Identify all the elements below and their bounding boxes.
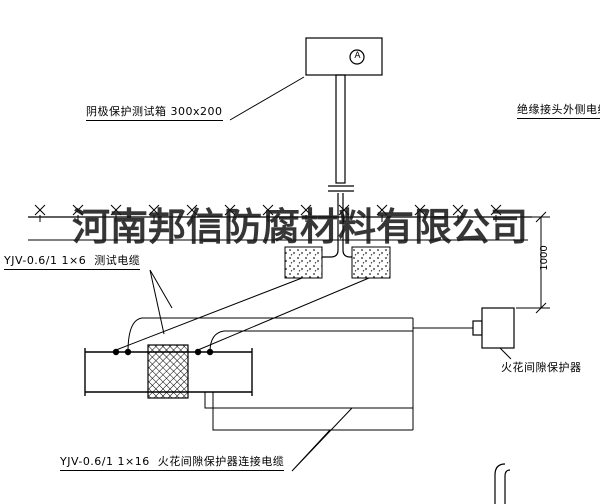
ground-line [28, 204, 532, 241]
label-test-cable: YJV-0.6/1 1×6 测试电缆 [4, 254, 141, 270]
company-watermark: 河南邦信防腐材料有限公司 [71, 204, 528, 249]
insulating-joint [147, 344, 189, 399]
meter-circle-icon [349, 49, 365, 65]
test-box [305, 37, 383, 76]
concrete-blocks [284, 246, 391, 279]
leader-lines [149, 76, 353, 472]
protector-cables [127, 317, 473, 431]
dimension-1000 [516, 211, 550, 314]
detail-symbol-icon [494, 463, 511, 504]
label-protector-cable: YJV-0.6/1 1×16 火花间隙保护器连接电缆 [60, 455, 285, 471]
label-spark-gap-protector: 火花间隙保护器 [501, 361, 582, 374]
meter-letter: A [354, 51, 361, 61]
test-cables [115, 277, 370, 351]
spark-gap-protector [472, 307, 515, 360]
conduit [322, 74, 354, 258]
label-insulated-joint-cable: 绝缘接头外侧电缆 [517, 103, 600, 119]
break-symbol [328, 185, 354, 192]
label-test-box: 阴极保护测试箱 300x200 [86, 105, 223, 121]
